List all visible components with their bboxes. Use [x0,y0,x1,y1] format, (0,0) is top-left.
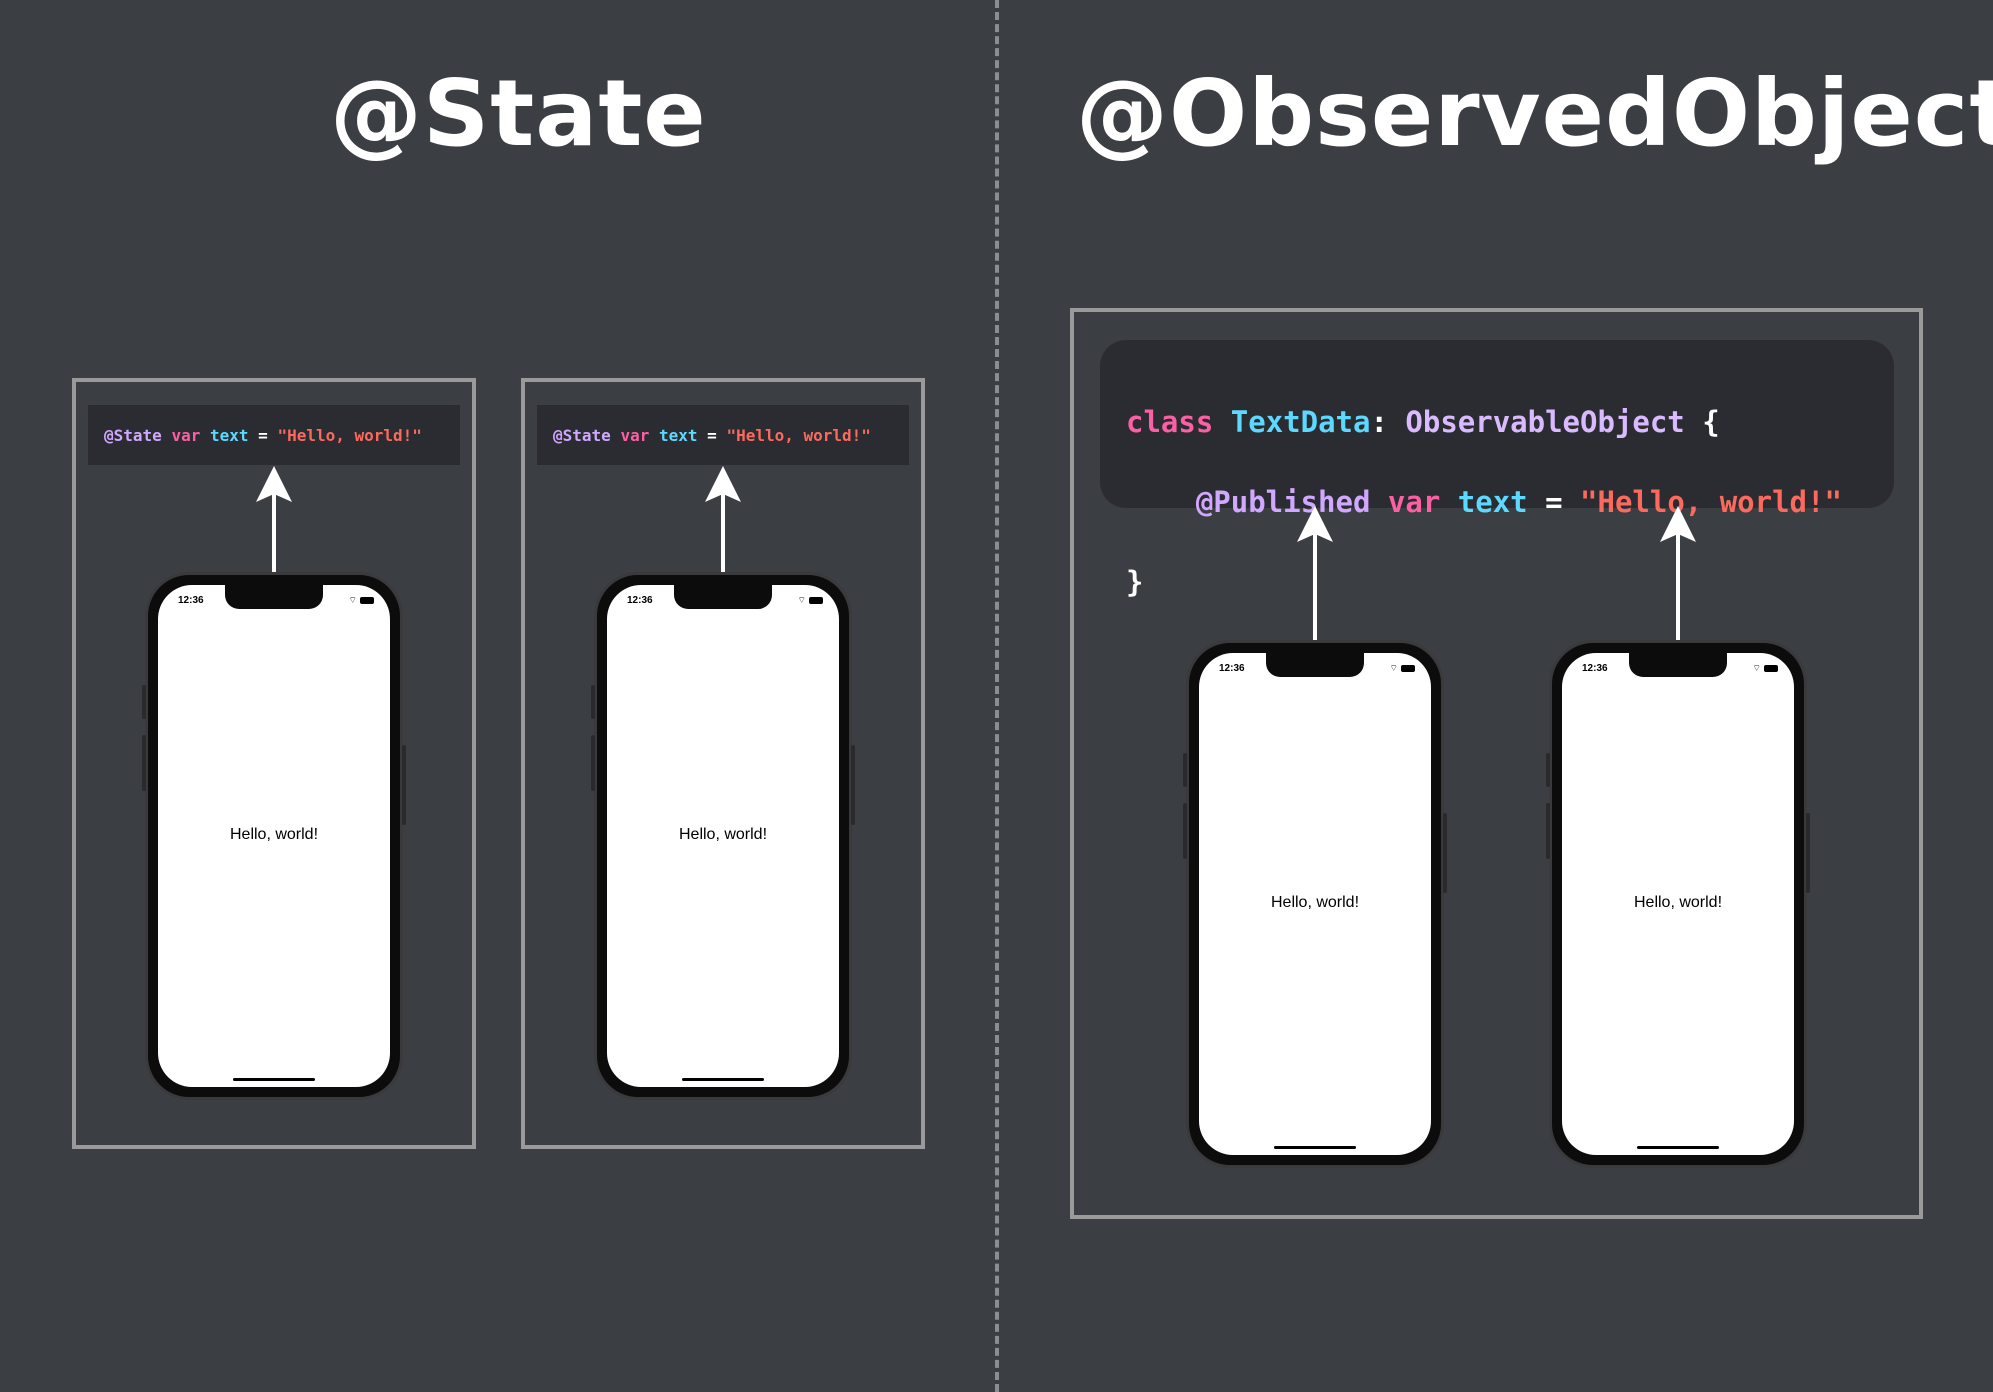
battery-icon [809,597,823,604]
notch [674,585,772,609]
battery-icon [1401,665,1415,672]
code-string: "Hello, world!" [726,425,871,445]
notch [1266,653,1364,677]
status-time: 12:36 [1219,663,1245,674]
phone-screen: 12:36 ⌔ Hello, world! [158,585,390,1087]
state-code-box-2: @State var text = "Hello, world!" [537,405,909,465]
status-time: 12:36 [178,595,204,606]
notch [225,585,323,609]
phone-state-2: 12:36 ⌔ Hello, world! [591,572,855,1100]
arrow-state-2 [705,466,741,572]
notch [1629,653,1727,677]
observed-object-frame [1070,308,1923,1219]
code-string: "Hello, world!" [277,425,422,445]
wifi-icon: ⌔ [1389,664,1398,674]
battery-icon [1764,665,1778,672]
code-operator: = [707,425,717,445]
arrow-observed-2 [1660,506,1696,640]
state-frame-1 [72,378,476,1149]
phone-state-1: 12:36 ⌔ Hello, world! [142,572,406,1100]
status-time: 12:36 [1582,663,1608,674]
arrow-state-1 [256,466,292,572]
state-title: @State [330,60,707,167]
home-indicator [1637,1146,1719,1149]
status-icons: ⌔ [798,595,823,606]
code-line-1: class TextData: ObservableObject { [1126,405,1720,439]
home-indicator [233,1078,315,1081]
code-keyword: var [171,425,201,445]
phone-screen: 12:36 ⌔ Hello, world! [1199,653,1431,1155]
code-attribute: @State [553,425,611,445]
observed-object-code-box: class TextData: ObservableObject { @Publ… [1100,340,1894,599]
phone-screen: 12:36 ⌔ Hello, world! [1562,653,1794,1155]
phone-observed-1: 12:36 ⌔ Hello, world! [1183,640,1447,1168]
code-property: text [658,425,698,445]
state-frame-2 [521,378,925,1149]
status-icons: ⌔ [1753,663,1778,674]
hello-text: Hello, world! [1270,894,1360,911]
arrow-observed-1 [1297,506,1333,640]
battery-icon [360,597,374,604]
section-divider [995,0,999,1392]
phone-screen: 12:36 ⌔ Hello, world! [607,585,839,1087]
hello-text: Hello, world! [229,826,319,843]
wifi-icon: ⌔ [348,596,357,606]
code-property: text [209,425,249,445]
phone-observed-2: 12:36 ⌔ Hello, world! [1546,640,1810,1168]
code-keyword: var [620,425,650,445]
wifi-icon: ⌔ [797,596,806,606]
state-code-box-1: @State var text = "Hello, world!" [88,405,460,465]
observed-object-title: @ObservedObject [1076,60,1993,167]
status-icons: ⌔ [1390,663,1415,674]
code-line-2: @Published var text = "Hello, world!" [1195,485,1842,519]
hello-text: Hello, world! [1633,894,1723,911]
wifi-icon: ⌔ [1752,664,1761,674]
code-attribute: @State [104,425,162,445]
home-indicator [1274,1146,1356,1149]
code-line-3: } [1126,565,1144,599]
status-icons: ⌔ [349,595,374,606]
home-indicator [682,1078,764,1081]
code-operator: = [258,425,268,445]
status-time: 12:36 [627,595,653,606]
hello-text: Hello, world! [678,826,768,843]
